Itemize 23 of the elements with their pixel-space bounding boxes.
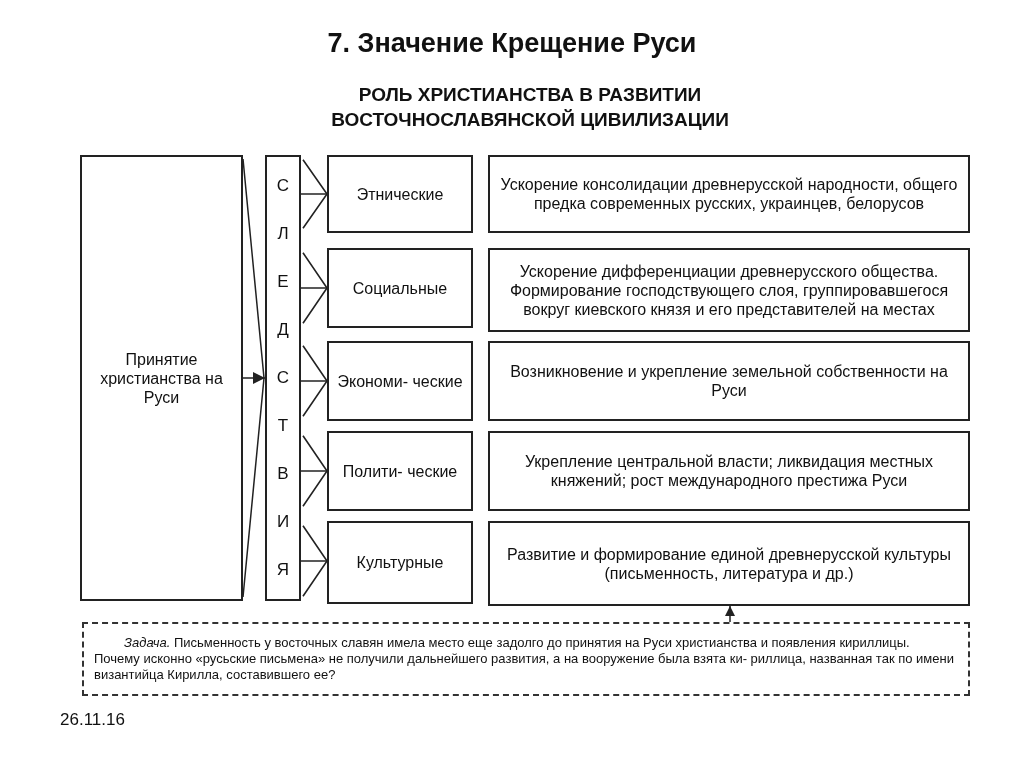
category-box: Полити- ческие <box>327 431 473 511</box>
arrow <box>725 605 735 623</box>
description-box: Ускорение дифференциации древнерусского общества. Формирование господствующего слоя, группировавшегося вокруг киевского князя и его представителей на местах <box>488 248 970 332</box>
category-box: Социальные <box>327 248 473 328</box>
cause-box: Принятие христианства на Руси <box>80 155 243 601</box>
description-box: Развитие и формирование единой древнерусской культуры (письменность, литература и др.) <box>488 521 970 606</box>
slide-title: 7. Значение Крещение Руси <box>326 28 698 59</box>
chevron-arrow <box>300 435 328 507</box>
date-text: 26.11.16 <box>60 710 125 730</box>
task-box: Задача. Письменность у восточных славян имела место еще задолго до принятия на Руси христианства и появления кириллицы. Почему исконно «русьские письмена» не получили дальнейшего развития, а на вооружение была взята ки- риллица, названная так по имени византийца Кирилла, составившего ее? <box>82 622 970 696</box>
category-box: Культурные <box>327 521 473 604</box>
description-box: Возникновение и укрепление земельной собственности на Руси <box>488 341 970 421</box>
wedge-arrow <box>242 158 266 598</box>
diagram-heading: РОЛЬ ХРИСТИАНСТВА В РАЗВИТИИ ВОСТОЧНОСЛАВЯНСКОЙ ЦИВИЛИЗАЦИИ <box>330 83 730 132</box>
chevron-arrow <box>300 345 328 417</box>
description-box: Ускорение консолидации древнерусской народности, общего предка современных русских, украинцев, белорусов <box>488 155 970 233</box>
description-box: Укрепление центральной власти; ликвидация местных княжений; рост международного престижа Руси <box>488 431 970 511</box>
category-box: Этнические <box>327 155 473 233</box>
chevron-arrow <box>300 525 328 597</box>
consequences-bar: С Л Е Д С Т В И Я <box>265 155 301 601</box>
category-box: Экономи- ческие <box>327 341 473 421</box>
chevron-arrow <box>300 252 328 324</box>
chevron-arrow <box>300 158 328 230</box>
